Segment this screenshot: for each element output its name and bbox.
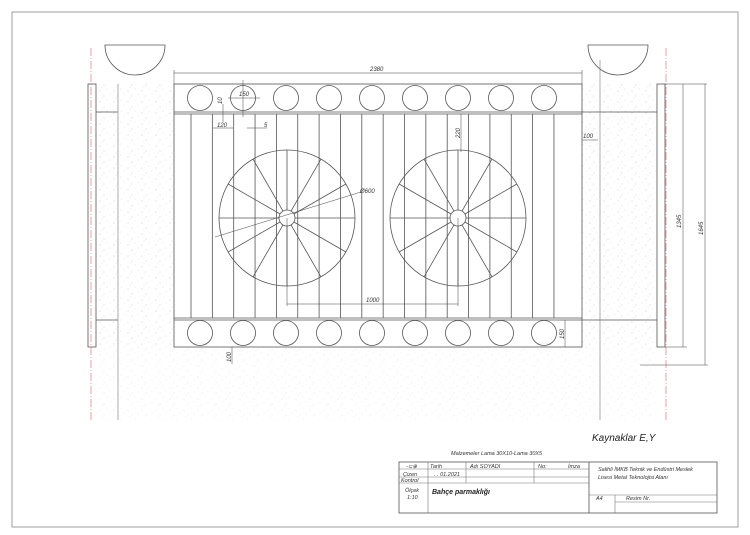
top-ring [273,85,299,111]
tb-drawn-date: . . 01.2021 [434,472,460,478]
spoked-wheel [218,149,356,287]
bottom-ring [359,320,385,346]
tb-drawn-label: Çizen [403,472,417,478]
right-post [656,83,666,348]
bottom-ring [316,320,342,346]
tb-no-label: No: [538,464,547,470]
tb-school-line2: Lisesi Metal Teknolojisi Alanı [598,475,668,481]
dim-rail-height: 150 [560,328,566,339]
bottom-ring [488,320,514,346]
bottom-ring [531,320,557,346]
top-ring [402,85,428,111]
tb-signature-label: İmza [568,463,580,470]
tb-symbol: -⊂⊕ [406,464,417,470]
left-pillar-cap [104,44,166,76]
dim-ring-diameter: 150 [239,92,250,98]
bottom-ring [187,320,213,346]
wheel-spoke [398,183,452,215]
tb-name-label: Adı SOYADI [469,464,501,470]
tb-scale-label: Ölçek [405,487,419,494]
wheel-spoke [293,183,347,215]
dimensions: 2380 150 10 120 5 220 100 Ø600 1000 150 … [173,67,708,366]
dim-bar-spacing: 120 [217,123,228,129]
top-ring [445,85,471,111]
dim-circle-top-gap: 220 [456,127,462,139]
wheel-spoke [398,221,452,253]
tb-school-line1: Salihli İMKB Teknik ve Endüstri Meslek [598,466,693,473]
bottom-ring [273,320,299,346]
dim-center-distance: 1000 [366,298,380,304]
wheel-spoke [290,224,322,278]
dim-overall-width: 2380 [369,67,384,73]
wheel-spoke [293,221,347,253]
left-wall-hatch [96,84,118,347]
dim-line-big-circle [214,191,362,238]
top-ring [187,85,213,111]
tb-checked-label: Kontrol [401,478,419,484]
spoked-wheel [389,149,527,287]
top-ring [531,85,557,111]
wheel-spoke [461,158,493,212]
top-ring [488,85,514,111]
tb-date-label: Tarih [430,464,442,470]
top-ring [316,85,342,111]
materials-note: Malzemeler Lama 30X10-Lama 30X5 [451,451,543,457]
dim-total-height: 1645 [699,221,705,235]
wheel-spoke [464,221,518,253]
wheel-spoke [227,221,281,253]
wheel-spoke [461,224,493,278]
gate-frame [173,83,583,348]
right-pillar-hatch [582,84,656,347]
gate [173,83,583,348]
left-post [87,83,97,348]
wheel-spoke [423,158,455,212]
bottom-ring [402,320,428,346]
gate-background [174,84,582,347]
tb-drawing-title: Bahçe parmaklığı [432,489,490,496]
tb-drawing-no-label: Resim Nr. [626,496,650,502]
tb-scale-value: 1:10 [407,495,419,501]
top-ring [359,85,385,111]
bottom-ring [445,320,471,346]
title-block: -⊂⊕ Tarih Adı SOYADI No: İmza Çizen . . … [398,461,718,514]
wheel-spoke [252,158,284,212]
wheel-spoke [252,224,284,278]
sheet-frame [11,11,739,528]
wheel-spoke [464,183,518,215]
dim-bar-thickness: 5 [264,123,268,129]
dim-post-gap: 100 [583,134,594,140]
dim-big-circle-diameter: Ø600 [359,189,375,195]
left-pillar-hatch [118,84,174,347]
dim-gate-height: 1345 [677,214,683,228]
bottom-ring [230,320,256,346]
right-pillar-cap [587,44,649,76]
wheel-spoke [227,183,281,215]
welds-note: Kaynaklar E,Y [592,433,657,444]
tb-paper-size: A4 [595,496,603,502]
dim-ring-gap: 10 [218,97,224,104]
dim-ground-gap: 100 [227,351,233,362]
wheel-spoke [290,158,322,212]
wheel-spoke [423,224,455,278]
